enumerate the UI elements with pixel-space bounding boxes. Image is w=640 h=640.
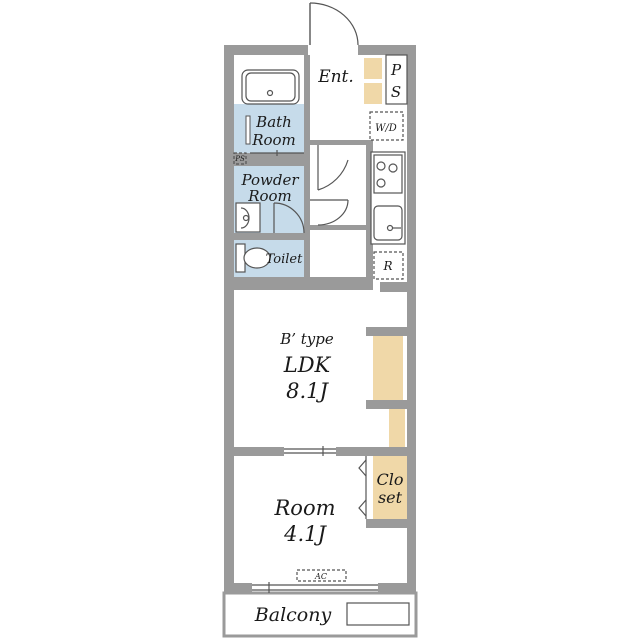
shoe-storage-top (364, 58, 382, 79)
powder-room-label-line2: Room (247, 187, 292, 205)
balcony-window[interactable] (252, 582, 378, 593)
ps-small-space (233, 152, 247, 165)
closet-label-line1: Clo (377, 470, 404, 489)
ps-label-s: S (391, 83, 401, 101)
closet-doors[interactable] (358, 456, 367, 519)
ldk-type-label: B’ type (279, 330, 334, 348)
refrigerator-label: R (382, 259, 392, 273)
toilet-icon (235, 243, 271, 273)
hall-door-lower[interactable] (310, 199, 349, 226)
entrance-label: Ent. (317, 67, 354, 87)
hall-door-upper[interactable] (317, 145, 349, 191)
ldk-storage-upper (373, 336, 403, 400)
balcony-label: Balcony (254, 604, 332, 626)
ps-small-label: PS (234, 155, 245, 163)
bathtub-icon (241, 69, 300, 105)
ldk-name-label: LDK (283, 353, 332, 377)
bath-door[interactable] (250, 150, 304, 156)
bath-shower-bar (245, 115, 251, 145)
washer-space (369, 111, 404, 141)
bath-room-label-line2: Room (251, 131, 296, 149)
pipe-shaft (385, 54, 408, 105)
toilet-label: Toilet (266, 252, 303, 267)
washer-label: W/D (375, 123, 397, 134)
refrigerator-space (373, 251, 404, 280)
balcony-storage (346, 602, 410, 626)
shoe-storage-bottom (364, 83, 382, 104)
ldk-size-label: 8.1J (286, 379, 329, 403)
washbasin-icon (235, 202, 261, 233)
ps-label-p: P (390, 61, 402, 79)
powder-room-door[interactable] (273, 202, 305, 234)
room-name-label: Room (273, 496, 335, 520)
bath-room-label-line1: Bath (255, 113, 292, 131)
closet-label-line2: set (378, 488, 403, 507)
powder-room-label-line1: Powder (240, 171, 299, 189)
room-sliding-door[interactable] (284, 446, 336, 456)
closet-storage (373, 456, 407, 519)
ac-label: AC (314, 572, 327, 581)
outer-walls (224, 45, 416, 593)
room-size-label: 4.1J (283, 522, 327, 546)
entrance-door[interactable] (309, 2, 359, 46)
ldk-storage-lower (389, 409, 405, 447)
kitchen-sink-icon (373, 205, 403, 241)
interior-walls (234, 55, 407, 528)
